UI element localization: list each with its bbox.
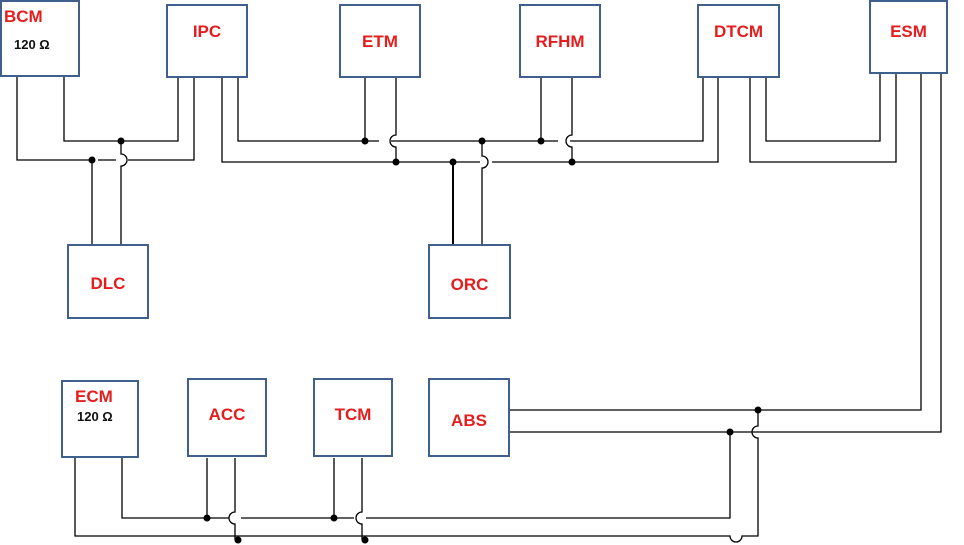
module-ipc: IPC [166, 4, 248, 78]
wire-dlc-right [120, 141, 128, 244]
junction-dot [449, 158, 457, 166]
junction-dot [234, 536, 242, 544]
wire-ipc-bus-low [237, 77, 704, 142]
wire-orc-right [481, 141, 489, 244]
module-label-tcm: TCM [334, 405, 372, 424]
wire-dtcm-esm-low [765, 73, 881, 142]
module-rfhm: RFHM [519, 4, 601, 78]
junction-dot [330, 514, 338, 522]
wire-ecm-bus-low [74, 410, 759, 543]
wire-etm-right [389, 77, 397, 162]
module-label-acc: ACC [208, 405, 246, 424]
junction-dot [392, 158, 400, 166]
junction-dot [117, 137, 125, 145]
junction-dot [203, 514, 211, 522]
module-label-ecm: ECM [75, 387, 113, 406]
junction-dot [726, 428, 734, 436]
module-esm: ESM [869, 0, 948, 74]
module-label-abs: ABS [451, 411, 487, 430]
junctions [88, 137, 762, 544]
module-label-rfhm: RFHM [535, 32, 585, 51]
module-label-esm: ESM [890, 22, 927, 41]
wire-bcm-bus-high [16, 77, 195, 161]
module-tcm: TCM [313, 378, 393, 457]
wire-acc-right [228, 458, 236, 540]
module-label-dlc: DLC [90, 274, 126, 293]
junction-dot [537, 137, 545, 145]
resistor-value-bcm: 120 Ω [14, 37, 50, 52]
wire-bcm-bus-low [63, 60, 179, 142]
wire-dtcm-esm-high [749, 73, 897, 163]
module-dtcm: DTCM [697, 4, 780, 78]
module-label-bcm: BCM [4, 7, 43, 26]
junction-dot [361, 137, 369, 145]
module-etm: ETM [339, 4, 421, 78]
module-label-etm: ETM [362, 32, 398, 51]
module-acc: ACC [187, 378, 267, 457]
junction-dot [88, 156, 96, 164]
module-abs: ABS [428, 378, 510, 457]
module-label-ipc: IPC [192, 22, 222, 41]
resistor-value-ecm: 120 Ω [77, 409, 113, 424]
module-bcm: BCM 120 Ω [0, 0, 80, 77]
wire-tcm-right [355, 458, 363, 540]
junction-dot [361, 536, 369, 544]
wire-rfhm-right [565, 77, 573, 162]
wire-esm-abs-high [510, 73, 942, 433]
module-dlc: DLC [67, 244, 149, 319]
junction-dot [568, 158, 576, 166]
module-orc: ORC [428, 244, 511, 319]
junction-dot [478, 137, 486, 145]
module-label-orc: ORC [450, 275, 489, 294]
junction-dot [754, 406, 762, 414]
wire-esm-abs-low [510, 73, 922, 411]
module-label-dtcm: DTCM [713, 22, 764, 41]
module-ecm: ECM 120 Ω [61, 380, 139, 458]
wire-ipc-bus-high [221, 77, 719, 163]
